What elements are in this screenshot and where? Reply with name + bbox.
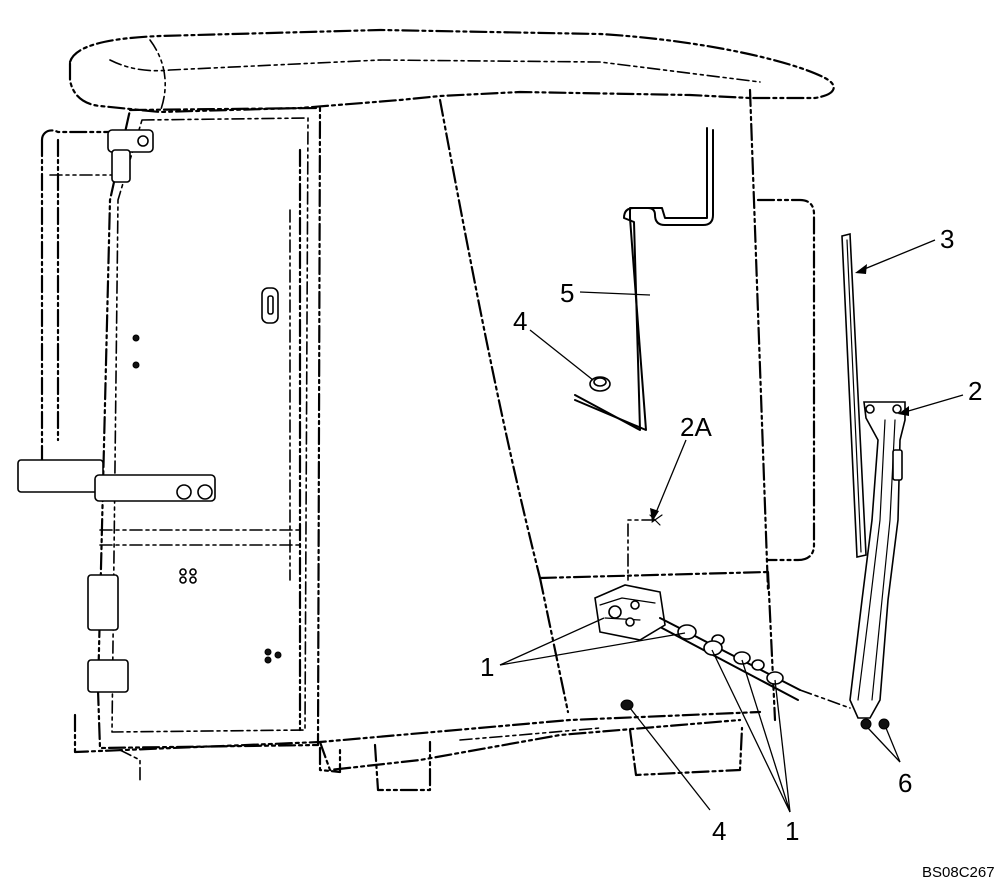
left-handrail [40, 129, 122, 472]
grommet-lower [620, 699, 634, 711]
callout-1-left: 1 [480, 652, 494, 682]
figure-code: BS08C267 [922, 864, 995, 881]
wiper-arm [849, 401, 906, 730]
cab-door [96, 106, 322, 750]
callouts: 3 2 5 4 2A 1 4 1 6 BS08C267 [480, 224, 995, 881]
grommet-upper [589, 376, 611, 392]
callout-2: 2 [968, 376, 982, 406]
wiper-blade [841, 232, 867, 558]
screw-2a [627, 514, 663, 581]
windshield-frame [438, 88, 777, 722]
washer-hose [574, 127, 714, 431]
callout-2a: 2A [680, 412, 712, 442]
leader-lines [499, 239, 964, 813]
callout-3: 3 [940, 224, 954, 254]
callout-1-bottom: 1 [785, 816, 799, 846]
door-hinges [17, 129, 282, 693]
wiper-motor [594, 584, 851, 709]
cab-roof [68, 28, 835, 114]
callout-6: 6 [898, 768, 912, 798]
right-window [756, 198, 816, 562]
cab-base [73, 710, 762, 792]
callout-4-upper: 4 [513, 306, 527, 336]
callout-4-lower: 4 [712, 816, 726, 846]
callout-5: 5 [560, 278, 574, 308]
